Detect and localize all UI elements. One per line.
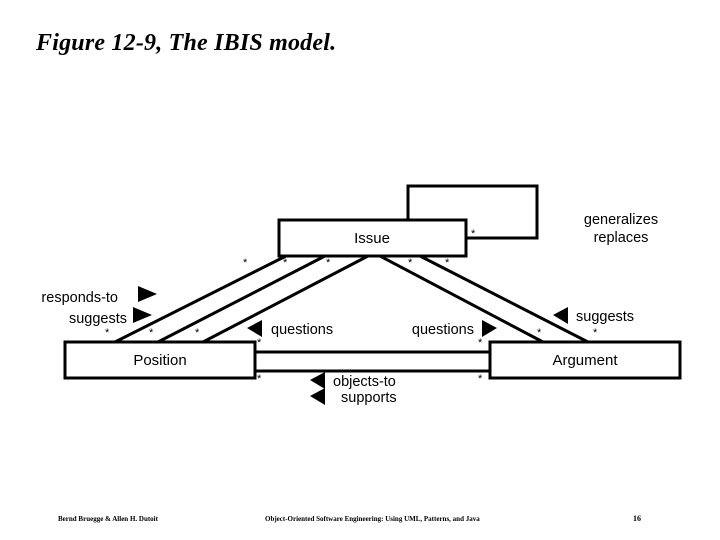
page-title: Figure 12-9, The IBIS model. [36,30,337,56]
class-box-issue[interactable] [277,218,468,258]
mult-suggests-left-issue: * [283,257,288,269]
arrowhead-questions-left [247,320,262,337]
edge-label-questions-left: questions [271,322,333,338]
mult-questions-left-position: * [195,327,200,339]
arrowhead-questions-right [482,320,497,337]
label-generalizes: generalizes [584,212,658,228]
assoc-line-responds-to [114,254,287,344]
arrowhead-suggests-left [133,307,152,323]
mult-responds-to-issue: * [243,257,248,269]
assoc-line-questions-left [202,254,369,344]
edge-label-questions-right: questions [412,322,474,338]
assoc-line-questions-right [379,254,544,344]
issue-self-association-line [406,184,539,240]
issue-self-multiplicity: * [471,228,476,240]
assoc-line-suggests-left [157,254,326,344]
arrowhead-objects-to [310,372,325,389]
mult-suggests-left-position: * [149,327,154,339]
class-name-position: Position [133,352,186,369]
class-name-argument: Argument [552,352,618,369]
class-box-position[interactable] [63,340,257,380]
footer-book-title: Object-Oriented Software Engineering: Us… [265,515,480,523]
edge-label-responds-to: responds-to [41,290,118,306]
arrowhead-supports [310,388,325,405]
edge-label-suggests-right: suggests [576,309,634,325]
mult-supports-position: * [257,373,262,385]
arrowhead-suggests-right [553,307,568,324]
assoc-line-suggests-right [419,254,589,344]
mult-objects-to-position: * [257,337,262,349]
mult-suggests-right-argument: * [593,327,598,339]
mult-responds-to-position: * [105,327,110,339]
mult-questions-right-issue: * [408,257,413,269]
arrowhead-responds-to [138,286,157,302]
edge-label-suggests-left: suggests [69,311,127,327]
class-box-argument[interactable] [488,340,682,380]
edge-label-objects-to: objects-to [333,374,396,390]
footer-authors: Bernd Bruegge & Allen H. Dutoit [58,515,158,523]
mult-suggests-right-issue: * [445,257,450,269]
mult-questions-right-argument: * [537,327,542,339]
label-replaces: replaces [594,230,649,246]
class-name-issue: Issue [354,230,390,247]
mult-questions-left-issue: * [326,257,331,269]
mult-supports-argument: * [478,373,483,385]
mult-objects-to-argument: * [478,337,483,349]
edge-label-supports: supports [341,390,397,406]
footer-page-number: 16 [633,514,641,523]
